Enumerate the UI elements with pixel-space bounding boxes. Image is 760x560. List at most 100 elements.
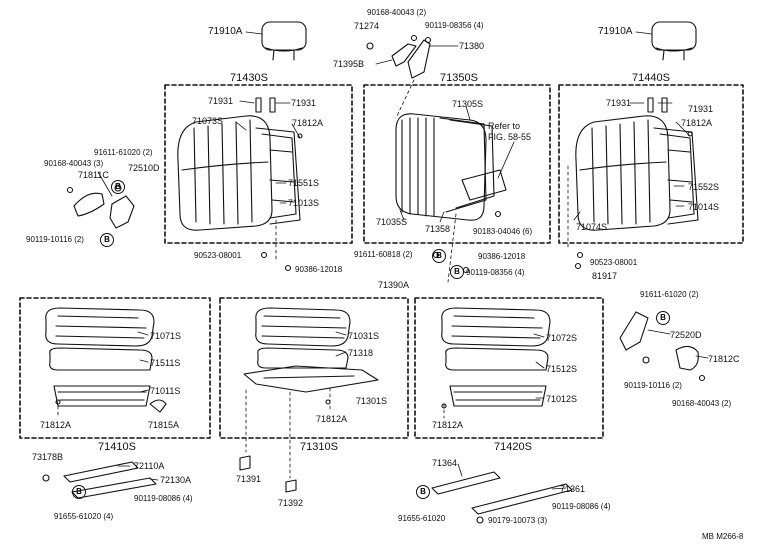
part-label: 71318 (348, 348, 374, 358)
part-label: 71392 (278, 498, 304, 508)
part-label: 72520D (670, 330, 702, 340)
hinge-left (66, 184, 135, 229)
cushion-left (45, 307, 167, 413)
part-label: 71305S (452, 99, 484, 109)
part-label: 71511S (150, 358, 181, 368)
part-label: 73178B (32, 452, 64, 462)
part-label: 71013S (288, 198, 320, 208)
part-label: 90119-08086 (4) (134, 494, 193, 503)
figure-code: MB M266-8 (702, 532, 744, 541)
part-label: FIG. 58-55 (488, 132, 532, 142)
part-label: 71011S (150, 386, 181, 396)
part-label: 90523-08001 (194, 251, 242, 260)
seatback-left (177, 97, 301, 231)
part-label: 90386-12018 (478, 252, 526, 261)
dashed-leaders (57, 79, 569, 479)
part-label: 71380 (459, 41, 485, 51)
frame-71310S (219, 297, 409, 439)
part-label: 71301S (356, 396, 388, 406)
part-label: 71931 (291, 98, 317, 108)
part-label: 71035S (376, 217, 408, 227)
part-label: 72110A (134, 461, 165, 471)
marker-b-center-a: B (432, 249, 446, 263)
part-label: 71931 (688, 104, 714, 114)
seatback-center (395, 113, 507, 221)
headrest-right (651, 21, 697, 61)
part-label: 90523-08001 (590, 258, 638, 267)
part-label: 81917 (592, 271, 618, 281)
group-label-71410S: 71410S (98, 441, 136, 453)
part-label: 71812A (40, 420, 72, 430)
part-label: 71073S (192, 116, 224, 126)
part-label: 71512S (546, 364, 578, 374)
part-label: 71361 (560, 484, 586, 494)
part-label: 71931 (606, 98, 632, 108)
part-label: 71551S (288, 178, 320, 188)
seatback-right (575, 97, 699, 231)
part-label: 72130A (160, 475, 192, 485)
part-label: 90119-10116 (2) (624, 381, 682, 390)
part-label: 71391 (236, 474, 262, 484)
marker-b-rail-right: B (416, 485, 430, 499)
part-label: 71390A (378, 280, 410, 290)
marker-b-left-upper: B (111, 180, 125, 194)
part-label: 71910A (208, 26, 243, 37)
part-label: 90168-40043 (2) (367, 8, 427, 17)
part-label: 71910A (598, 26, 633, 37)
part-label: 90168-40043 (2) (672, 399, 732, 408)
frame-71410S (19, 297, 211, 439)
group-label-71350S: 71350S (440, 72, 478, 84)
marker-b-center-b: B (450, 265, 464, 279)
group-label-71310S: 71310S (300, 441, 338, 453)
group-frames (19, 84, 744, 439)
cushion-center (243, 307, 379, 393)
part-label: 71074S (576, 222, 608, 232)
part-label: 71812C (708, 354, 740, 364)
cushion-right (441, 307, 551, 407)
part-label: 90179-10073 (3) (488, 516, 548, 525)
marker-b-rail-left: B (72, 485, 86, 499)
frame-71420S (414, 297, 604, 439)
part-label: 71812A (316, 414, 348, 424)
part-label: 90119-10116 (2) (26, 235, 84, 244)
part-label: 71031S (348, 331, 380, 341)
frame-71350S (363, 84, 551, 244)
part-label: 90119-08356 (4) (425, 21, 484, 30)
headrest-left (261, 21, 307, 61)
part-label: 71395B (333, 59, 365, 69)
screw-marks (55, 131, 693, 409)
part-label: 72510D (128, 163, 160, 173)
marker-b-right: B (656, 311, 670, 325)
part-label: 71012S (546, 394, 578, 404)
frame-71430S (164, 84, 353, 244)
part-label: 91655-61020 (4) (54, 512, 114, 521)
part-label: 71815A (148, 420, 180, 430)
group-label-71420S: 71420S (494, 441, 532, 453)
part-label: 91611-61020 (2) (640, 290, 699, 299)
part-label: 90386-12018 (295, 265, 343, 274)
part-label: 90183-04046 (6) (473, 227, 533, 236)
part-label: 90119-08086 (4) (552, 502, 611, 511)
part-label: 71811C (78, 170, 109, 180)
part-label: 71071S (150, 331, 182, 341)
part-label: 71072S (546, 333, 578, 343)
part-label: 71812A (681, 118, 713, 128)
part-label: 71812A (432, 420, 464, 430)
leader-lines (97, 31, 709, 490)
center-hinge-bracket (366, 34, 432, 79)
part-label: 90168-40043 (3) (44, 159, 104, 168)
group-label-71440S: 71440S (632, 72, 670, 84)
group-label-71430S: 71430S (230, 72, 268, 84)
frame-71440S (558, 84, 744, 244)
hinge-right (619, 311, 706, 382)
part-label: 71358 (425, 224, 451, 234)
part-label: 90119-08356 (4) (466, 268, 525, 277)
part-label: 71274 (354, 21, 380, 31)
part-label: 91611-60818 (2) (354, 250, 413, 259)
part-label: Refer to (488, 121, 521, 131)
part-label: 71014S (688, 202, 720, 212)
part-label: 71364 (432, 458, 458, 468)
rail-right (431, 471, 573, 524)
